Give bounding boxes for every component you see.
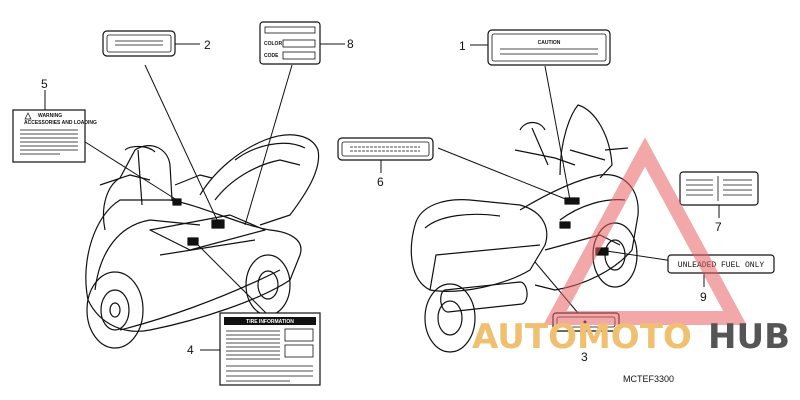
unleaded-text: UNLEADED FUEL ONLY [678,261,765,270]
label-9-unleaded: UNLEADED FUEL ONLY [667,254,775,274]
callout-9: 9 [700,290,707,304]
callout-4: 4 [187,343,194,357]
label-4-tire-information: TIRE INFORMATION [219,312,321,386]
watermark-text-part1: AUTOMOTO [472,317,692,357]
callout-2: 2 [204,38,211,52]
label-7 [679,171,759,206]
label-5-warning: WARNING ACCESSORIES AND LOADING [12,109,97,163]
caution-text: CAUTION [538,40,561,46]
watermark-triangle [543,137,747,325]
scooter-right-drawing [410,104,639,353]
callout-5: 5 [41,77,48,91]
code-text: CODE [264,53,279,59]
leader-lines [44,43,720,351]
color-text: COLOR [264,41,282,47]
label-6 [337,137,434,161]
tire-info-text: TIRE INFORMATION [246,319,294,325]
callout-1: 1 [459,39,466,53]
watermark-text-part2: HUB [708,317,790,357]
callout-numbers: 1 2 3 4 5 6 7 8 9 [41,37,722,364]
warning-text: WARNING [38,113,62,119]
label-8-color-code: COLOR CODE [259,21,321,65]
watermark: AUTOMOTO HUB [472,137,790,357]
callout-7: 7 [715,220,722,234]
callout-3: 3 [581,350,588,364]
diagram-code: MCTEF3300 [623,374,674,384]
warning-subtext: ACCESSORIES AND LOADING [24,120,97,126]
callout-8: 8 [347,37,354,51]
label-2 [102,30,176,57]
callout-6: 6 [377,175,384,189]
label-1-caution: CAUTION [487,29,611,66]
